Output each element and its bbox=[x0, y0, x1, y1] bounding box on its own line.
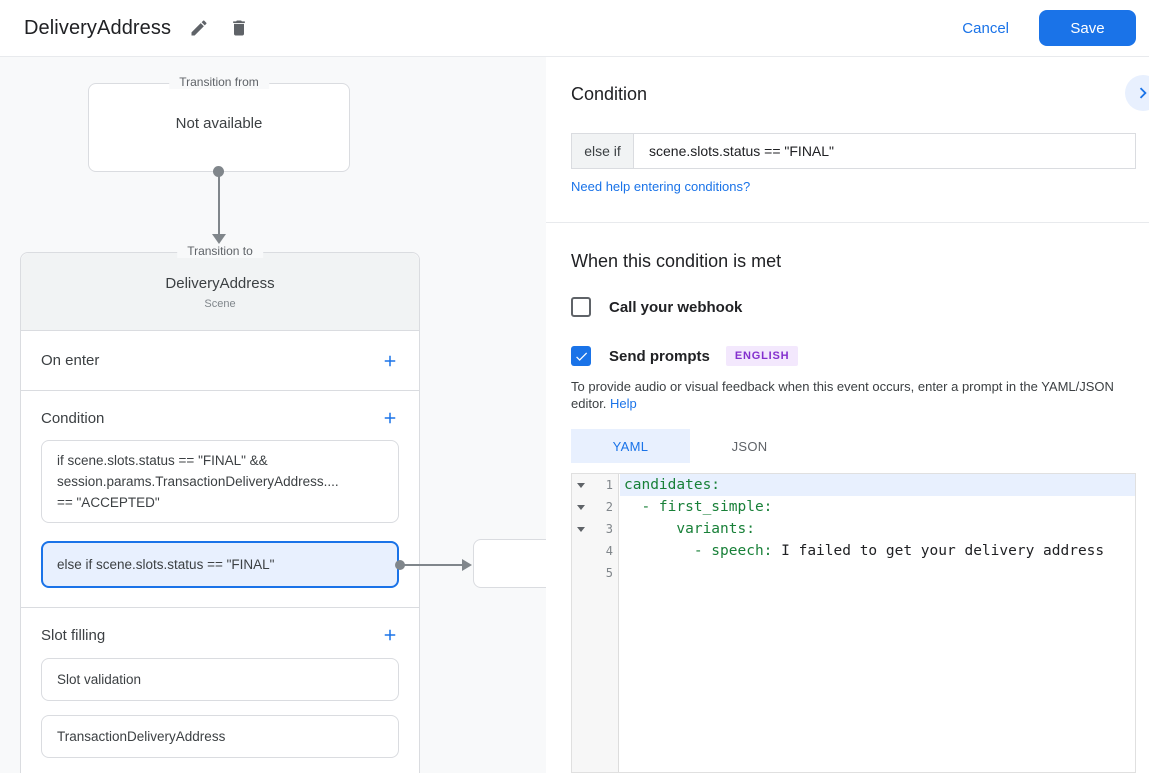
fold-column bbox=[572, 562, 592, 584]
transition-from-node[interactable]: Transition from Not available bbox=[88, 75, 350, 172]
fold-column bbox=[572, 540, 592, 562]
helper-text: To provide audio or visual feedback when… bbox=[571, 379, 1114, 411]
code-line[interactable]: 1 candidates: bbox=[572, 474, 1135, 496]
line-number: 4 bbox=[605, 544, 613, 558]
yaml-key: candidates: bbox=[624, 477, 721, 493]
delete-icon[interactable] bbox=[229, 18, 249, 38]
add-on-enter-icon[interactable] bbox=[381, 352, 399, 370]
tab-yaml[interactable]: YAML bbox=[571, 429, 690, 463]
line-number: 2 bbox=[605, 500, 613, 514]
connector-dot bbox=[395, 560, 405, 570]
code-line[interactable]: 4 - speech: I failed to get your deliver… bbox=[572, 540, 1135, 562]
scene-node-subtitle: Scene bbox=[204, 298, 236, 310]
yaml-code-editor[interactable]: 1 candidates: 2 - first_simple: 3 varian… bbox=[571, 473, 1136, 773]
scene-node-header[interactable]: DeliveryAddress Scene bbox=[21, 253, 419, 331]
chevron-right-icon bbox=[1139, 87, 1147, 99]
collapse-panel-button[interactable] bbox=[1125, 75, 1149, 111]
condition-line: session.params.TransactionDeliveryAddres… bbox=[57, 474, 339, 489]
code-line[interactable]: 2 - first_simple: bbox=[572, 496, 1135, 518]
yaml-key: variants: bbox=[624, 521, 755, 537]
webhook-checkbox[interactable] bbox=[571, 297, 591, 317]
code-line[interactable]: 3 variants: bbox=[572, 518, 1135, 540]
connector-line-horizontal bbox=[403, 564, 463, 566]
yaml-key: - first_simple: bbox=[624, 499, 773, 515]
yaml-value: I failed to get your delivery address bbox=[772, 543, 1105, 559]
fold-arrow-icon[interactable] bbox=[577, 483, 585, 488]
yaml-key: - speech: bbox=[624, 543, 773, 559]
on-enter-section[interactable]: On enter bbox=[21, 331, 419, 391]
transition-from-legend: Transition from bbox=[169, 75, 269, 89]
slot-filling-section: Slot filling Slot validation Transaction… bbox=[21, 608, 419, 773]
line-number: 1 bbox=[605, 478, 613, 492]
condition-item-selected[interactable]: else if scene.slots.status == "FINAL" bbox=[41, 541, 399, 588]
fold-arrow-icon[interactable] bbox=[577, 505, 585, 510]
condition-line: == "ACCEPTED" bbox=[57, 495, 160, 510]
connector-line-vertical bbox=[218, 171, 220, 235]
slot-filling-label: Slot filling bbox=[41, 626, 106, 644]
fold-column bbox=[572, 496, 592, 518]
transition-to-legend: Transition to bbox=[177, 244, 263, 258]
save-button[interactable]: Save bbox=[1039, 10, 1136, 46]
editor-gutter bbox=[572, 474, 619, 772]
scene-node-title: DeliveryAddress bbox=[165, 275, 275, 292]
send-prompts-label: Send prompts bbox=[609, 347, 710, 365]
help-link[interactable]: Help bbox=[610, 396, 637, 411]
condition-line: if scene.slots.status == "FINAL" && bbox=[57, 453, 268, 468]
condition-editor-panel: Condition else if Need help entering con… bbox=[546, 57, 1149, 773]
send-prompts-row: Send prompts ENGLISH bbox=[571, 346, 799, 366]
webhook-row: Call your webhook bbox=[571, 297, 742, 317]
fold-arrow-icon[interactable] bbox=[577, 527, 585, 532]
code-line[interactable]: 5 bbox=[572, 562, 1135, 584]
scene-diagram-canvas: Transition from Not available Transition… bbox=[0, 57, 546, 773]
fold-column bbox=[572, 474, 592, 496]
arrow-right-icon bbox=[462, 559, 472, 571]
webhook-label: Call your webhook bbox=[609, 298, 743, 316]
prompt-helper-text: To provide audio or visual feedback when… bbox=[571, 378, 1127, 412]
on-enter-label: On enter bbox=[41, 352, 100, 369]
send-prompts-checkbox[interactable] bbox=[571, 346, 591, 366]
add-condition-icon[interactable] bbox=[381, 409, 399, 427]
arrow-down-icon bbox=[212, 234, 226, 244]
page-title: DeliveryAddress bbox=[24, 16, 172, 39]
top-bar: DeliveryAddress Cancel Save bbox=[0, 0, 1149, 57]
slot-item[interactable]: Slot validation bbox=[41, 658, 399, 701]
section-divider bbox=[546, 222, 1149, 223]
condition-input-group: else if bbox=[571, 133, 1136, 169]
condition-met-heading: When this condition is met bbox=[571, 251, 782, 271]
check-icon bbox=[575, 351, 587, 361]
scene-node[interactable]: Transition to DeliveryAddress Scene On e… bbox=[20, 244, 420, 773]
edit-icon[interactable] bbox=[189, 18, 209, 38]
cancel-button[interactable]: Cancel bbox=[946, 12, 1025, 45]
add-slot-icon[interactable] bbox=[381, 626, 399, 644]
line-number: 5 bbox=[605, 566, 613, 580]
tab-json[interactable]: JSON bbox=[731, 438, 768, 454]
condition-expression-input[interactable] bbox=[634, 134, 1135, 168]
transition-from-content: Not available bbox=[175, 115, 263, 132]
transition-target-node[interactable] bbox=[473, 539, 546, 588]
condition-section-label: Condition bbox=[41, 409, 105, 427]
condition-prefix: else if bbox=[572, 134, 634, 168]
slot-item[interactable]: TransactionDeliveryAddress bbox=[41, 715, 399, 758]
fold-column bbox=[572, 518, 592, 540]
condition-section: Condition if scene.slots.status == "FINA… bbox=[21, 391, 419, 608]
panel-heading: Condition bbox=[571, 84, 648, 104]
line-number: 3 bbox=[605, 522, 613, 536]
language-badge: ENGLISH bbox=[725, 346, 799, 366]
format-tabs: YAML JSON bbox=[571, 429, 809, 463]
conditions-help-link[interactable]: Need help entering conditions? bbox=[571, 179, 751, 194]
condition-item[interactable]: if scene.slots.status == "FINAL" && sess… bbox=[41, 440, 399, 523]
